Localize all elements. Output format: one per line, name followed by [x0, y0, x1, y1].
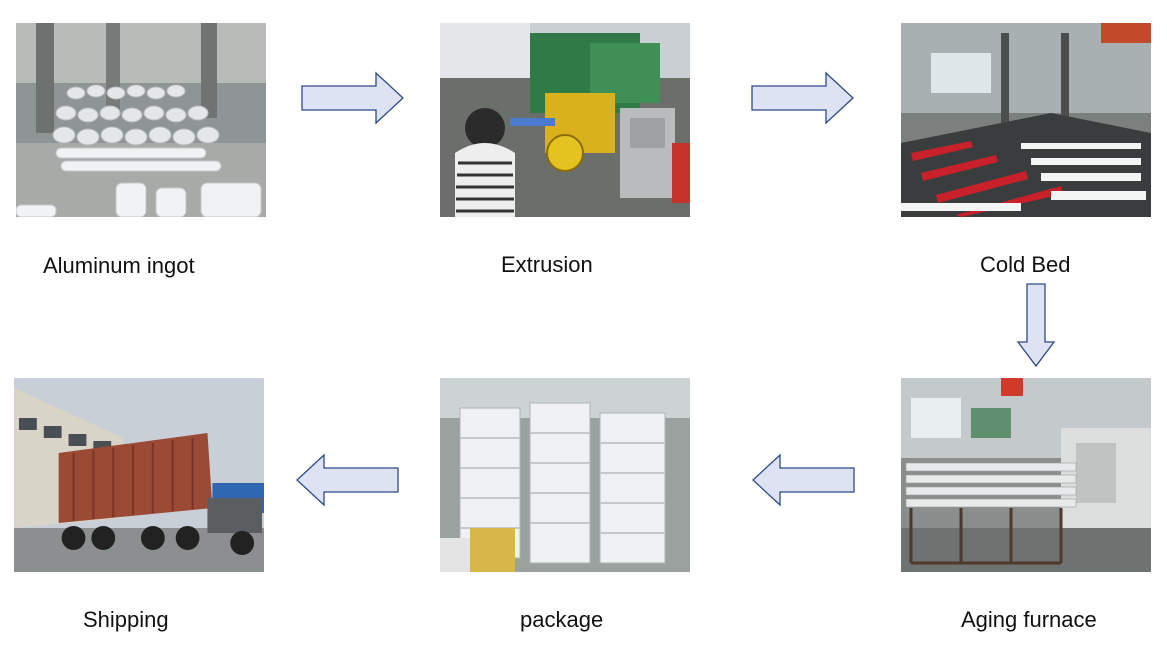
step-label-package: package	[520, 607, 604, 632]
arrow-down-icon	[1016, 282, 1056, 368]
step-label-extrusion: Extrusion	[501, 252, 593, 277]
cold-bed-photo	[901, 23, 1151, 217]
step-label-aluminum-ingot: Aluminum ingot	[43, 253, 195, 278]
arrow-left-icon	[294, 452, 400, 508]
aging-furnace-photo	[901, 378, 1151, 572]
extrusion-photo	[440, 23, 690, 217]
arrow-left-icon	[750, 452, 856, 508]
package-photo	[440, 378, 690, 572]
step-label-shipping: Shipping	[83, 607, 169, 632]
aluminum-ingot-photo	[16, 23, 266, 217]
arrow-right-icon	[300, 70, 406, 126]
shipping-photo	[14, 378, 264, 572]
step-label-cold-bed: Cold Bed	[980, 252, 1071, 277]
arrow-right-icon	[750, 70, 856, 126]
step-label-aging-furnace: Aging furnace	[961, 607, 1097, 632]
